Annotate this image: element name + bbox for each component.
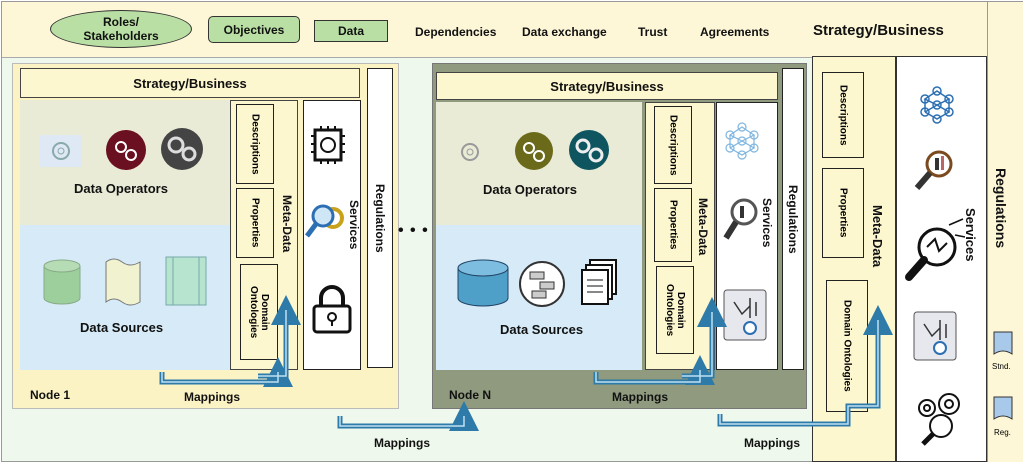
node1-scroll-icon [100, 256, 148, 310]
node1-services-label: Services [347, 200, 361, 250]
node1-descriptions-box: Descriptions [236, 104, 274, 184]
objectives-box: Objectives [208, 16, 300, 43]
nodeN-meta-data-label: Meta-Data [696, 198, 710, 256]
data-exchange-label: Data exchange [522, 25, 607, 39]
node1-data-operators-label: Data Operators [74, 181, 168, 196]
right-descriptions-box: Descriptions [822, 72, 864, 158]
nodeN-magnifier-chart-icon [722, 196, 760, 244]
node1-mappings-label: Mappings [184, 390, 240, 404]
node1-regulations-column: Regulations [367, 68, 393, 368]
nodeN-mappings-label: Mappings [612, 390, 668, 404]
nodeN-servers-icon [518, 260, 566, 308]
nodes-ellipsis: • • • [398, 222, 429, 239]
right-properties-box: Properties [822, 168, 864, 258]
nodeN-label: Node N [449, 388, 491, 402]
nodeN-gears-olive-icon [514, 131, 554, 171]
magnifier-analytics-icon [905, 215, 967, 285]
node1-database-icon [42, 258, 82, 306]
nodeN-documents-icon [580, 258, 620, 308]
node1-label: Node 1 [30, 388, 71, 402]
center-mappings-label: Mappings [374, 436, 430, 450]
node1-brain-chip-icon [307, 122, 349, 168]
agreements-label: Agreements [700, 25, 770, 39]
node1-gears-red-icon [105, 129, 147, 171]
nodeN-services-label: Services [760, 198, 774, 248]
nodeN-descriptions-box: Descriptions [654, 106, 692, 184]
neural-network-icon [915, 85, 959, 125]
node1-table-icon [165, 256, 207, 306]
nodeN-strategy-bar: Strategy/Business [436, 72, 778, 100]
node1-data-sources-label: Data Sources [80, 320, 164, 335]
right-domain-ontologies-box: Domain Ontologies [826, 280, 868, 412]
nodeN-gears-teal-icon [568, 129, 610, 171]
nodeN-domain-ontologies-box: Domain Ontologies [656, 266, 694, 354]
right-regulations-label: Regulations [993, 168, 1009, 249]
right-regulations-column [987, 2, 1023, 462]
right-meta-data-label: Meta-Data [870, 205, 885, 268]
top-strategy-label: Strategy/Business [813, 22, 944, 39]
node1-gears-gray-icon [160, 127, 204, 171]
nodeN-document-search-icon [720, 288, 770, 342]
data-box: Data [314, 20, 388, 42]
regulation-label: Reg. [994, 428, 1011, 437]
node1-strategy-bar: Strategy/Business [20, 68, 360, 98]
node1-gear-outline-icon [40, 135, 82, 167]
dependencies-label: Dependencies [415, 25, 497, 39]
nodeN-properties-box: Properties [654, 188, 692, 262]
nodeN-gear-outline-icon [452, 137, 488, 167]
node1-search-gear-icon [305, 198, 347, 242]
node1-meta-data-label: Meta-Data [280, 195, 294, 253]
right-mappings-label: Mappings [744, 436, 800, 450]
standards-doc-icon [990, 330, 1018, 358]
magnifier-chart-icon [913, 148, 957, 194]
node1-properties-box: Properties [236, 188, 274, 258]
nodeN-data-sources-label: Data Sources [500, 322, 584, 337]
nodeN-data-operators-label: Data Operators [483, 182, 577, 197]
nodeN-database-icon [456, 258, 510, 308]
right-services-label: Services [963, 208, 978, 262]
nodeN-neural-network-icon [722, 122, 762, 160]
gears-magnifier-icon [913, 390, 969, 446]
regulation-doc-icon [990, 395, 1018, 423]
roles-stakeholders-pill: Roles/ Stakeholders [50, 10, 192, 48]
nodeN-regulations-column: Regulations [782, 68, 804, 370]
node1-padlock-icon [308, 284, 356, 336]
trust-label: Trust [638, 25, 668, 39]
standards-label: Stnd. [992, 362, 1011, 371]
document-search-icon [910, 310, 960, 362]
